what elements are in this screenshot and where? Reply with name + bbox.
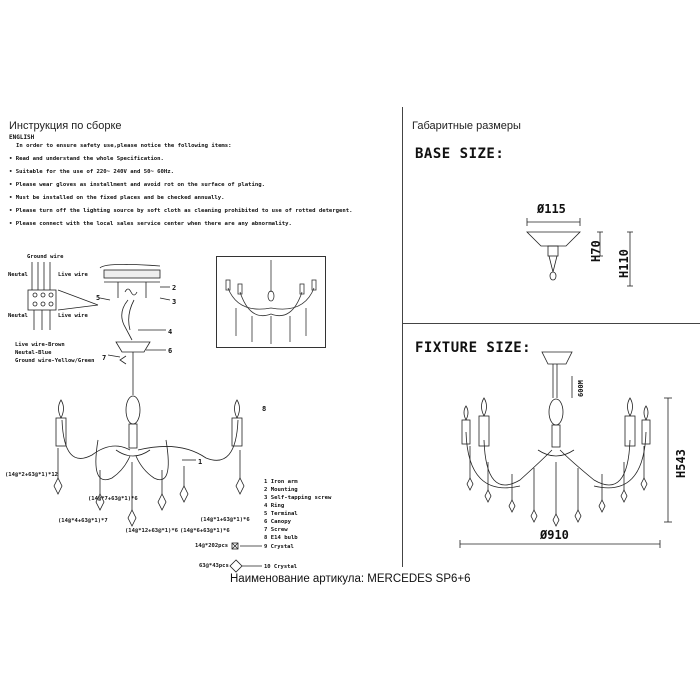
crystal-9-code: 14@*202pcs	[195, 543, 229, 549]
wire-color-live: Live wire-Brown	[15, 342, 65, 348]
instruction-line: • Please turn off the lighting source by…	[9, 208, 353, 214]
legend-item: 8 E14 bulb	[264, 535, 298, 541]
legend-item: 6 Canopy	[264, 519, 291, 525]
fixture-diameter-label: Ø910	[540, 528, 569, 542]
legend-item: 5 Terminal	[264, 511, 298, 517]
legend-item: 2 Mounting	[264, 487, 298, 493]
live-wire-label-2: Live wire	[58, 313, 88, 319]
instruction-line: • Must be installed on the fixed places …	[9, 195, 225, 201]
instruction-line: • Please connect with the local sales se…	[9, 221, 292, 227]
article-name: Наименование артикула: MERCEDES SP6+6	[230, 573, 471, 585]
instruction-line: • Suitable for the use of 220~ 240V and …	[9, 169, 175, 175]
neutral-label: Neutal	[8, 272, 28, 278]
base-size-label: BASE SIZE:	[415, 146, 505, 162]
crystal-9-label: 9 Crystal	[264, 544, 294, 550]
neutral-label-2: Neutal	[8, 313, 28, 319]
fixture-size-label: FIXTURE SIZE:	[415, 340, 532, 356]
legend-item: 4 Ring	[264, 503, 285, 509]
instruction-line: In order to ensure safety use,please not…	[16, 143, 232, 149]
callout-7: 7	[102, 354, 106, 362]
callout-6: 6	[168, 347, 172, 355]
assembled-chandelier-thumbnail	[216, 256, 326, 348]
wire-color-ground: Ground wire-Yellow/Green	[15, 358, 95, 364]
language-label: ENGLISH	[9, 134, 35, 141]
callout-1: 1	[198, 458, 202, 466]
horizontal-divider	[402, 323, 700, 324]
callout-5: 5	[96, 294, 100, 302]
crystal-string-label: (14@*7+63@*1)*6	[88, 496, 138, 502]
legend-item: 1 Iron arm	[264, 479, 298, 485]
crystal-string-label: (14@*12+63@*1)*6	[125, 528, 178, 534]
callout-4: 4	[168, 328, 172, 336]
crystal-string-label: (14@*1+63@*1)*6	[200, 517, 250, 523]
instruction-line: • Please wear gloves as installment and …	[9, 182, 265, 188]
instruction-line: • Read and understand the whole Specific…	[9, 156, 164, 162]
crystal-string-label: (14@*4+63@*1)*7	[58, 518, 108, 524]
legend-item: 7 Screw	[264, 527, 288, 533]
callout-2: 2	[172, 284, 176, 292]
assembly-heading: Инструкция по сборке	[9, 120, 122, 132]
crystal-10-code: 63@*43pcs	[199, 563, 229, 569]
legend-item: 3 Self-tapping screw	[264, 495, 332, 501]
wire-color-neutral: Neutal-Blue	[15, 350, 52, 356]
callout-8: 8	[262, 405, 266, 413]
fixture-height-label: H543	[674, 449, 688, 478]
crystal-10-label: 10 Crystal	[264, 564, 298, 570]
fixture-chain-label: 600M	[577, 380, 585, 397]
crystal-string-label: (14@*2+63@*1)*12	[5, 472, 58, 478]
callout-3: 3	[172, 298, 176, 306]
ground-wire-label: Ground wire	[27, 254, 64, 260]
vertical-divider	[402, 107, 403, 567]
crystal-string-label: (14@*6+63@*1)*6	[180, 528, 230, 534]
live-wire-label: Live wire	[58, 272, 88, 278]
dimensions-heading: Габаритные размеры	[412, 120, 521, 132]
base-diameter-label: Ø115	[537, 202, 566, 216]
